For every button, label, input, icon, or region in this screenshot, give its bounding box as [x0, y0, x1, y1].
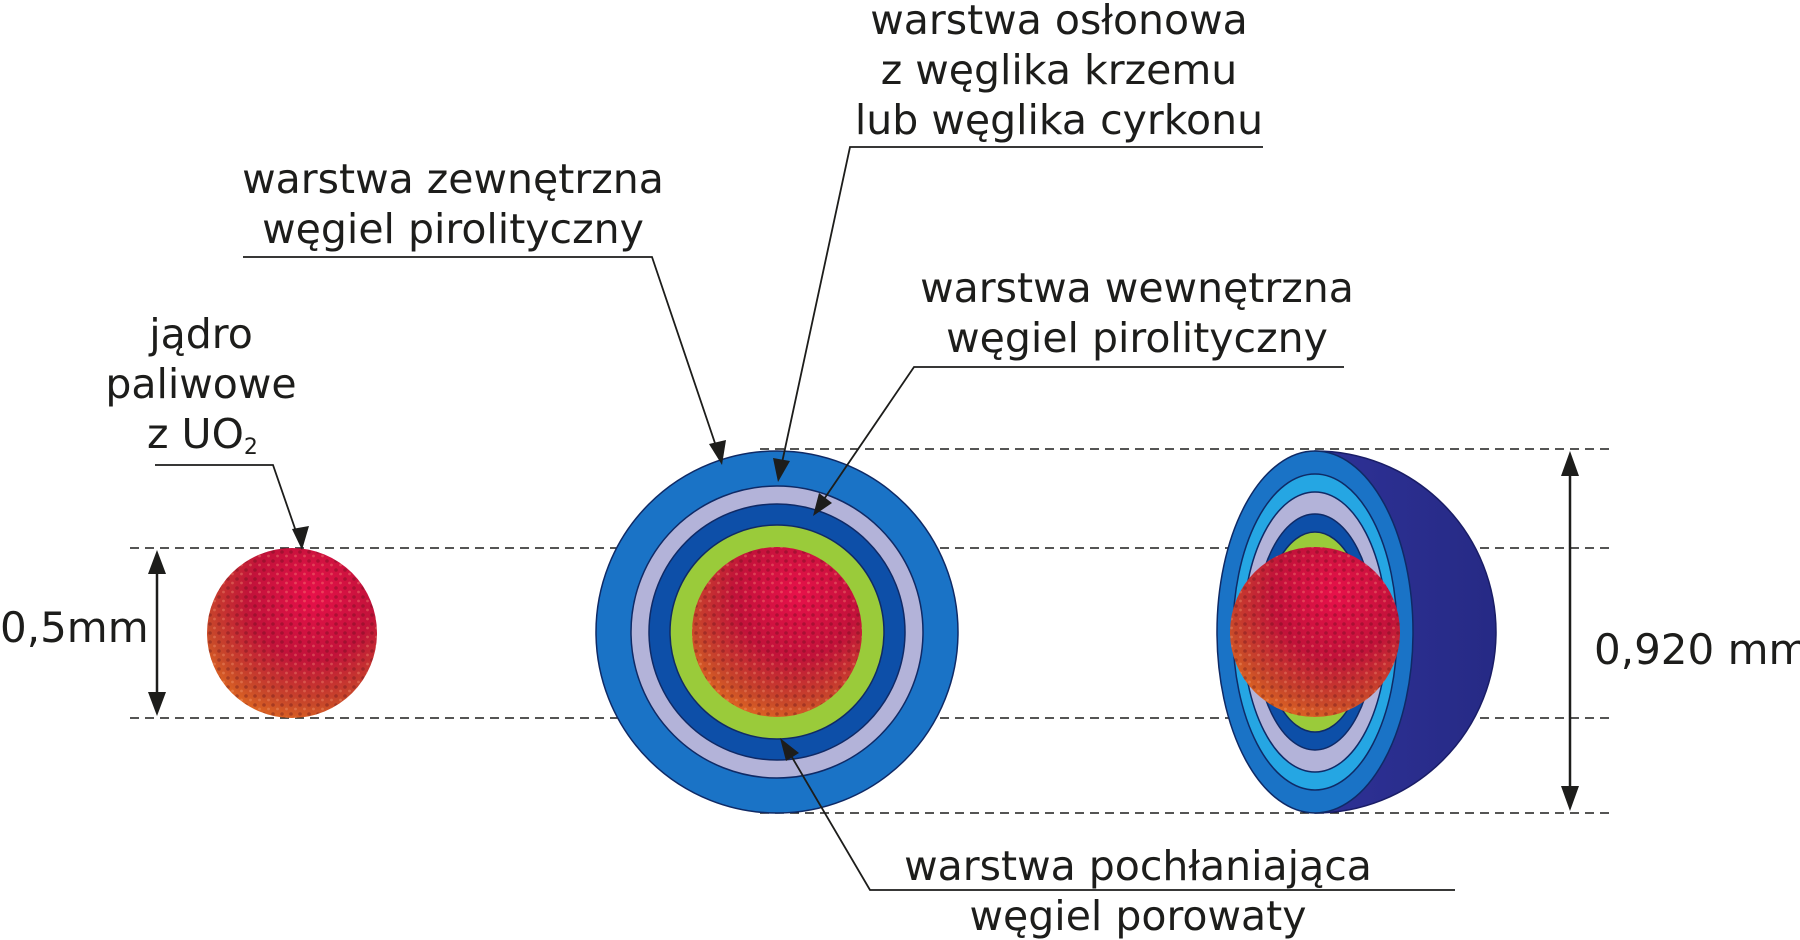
kernel-leader — [155, 464, 301, 544]
outer-pyc-leader — [243, 256, 720, 456]
inner-pyc-label: warstwa wewnętrzna węgiel pirolityczny — [920, 264, 1354, 362]
leader-arrowheads — [292, 440, 832, 761]
svg-text:warstwa zewnętrzna: warstwa zewnętrzna — [242, 155, 664, 203]
buffer-layer-label: warstwa pochłaniająca węgiel porowaty — [904, 842, 1372, 940]
svg-text:jądro: jądro — [148, 310, 253, 358]
svg-text:warstwa wewnętrzna: warstwa wewnętrzna — [920, 264, 1354, 312]
kernel-dimension-arrow — [148, 550, 166, 716]
kernel-arrowhead — [292, 526, 309, 550]
svg-text:węgiel pirolityczny: węgiel pirolityczny — [946, 314, 1328, 362]
inner-pyc-leader — [819, 366, 1344, 506]
silicon-carbide-leader — [779, 146, 1263, 473]
outer-pyc-arrowhead — [709, 440, 726, 465]
particle-cross-section — [595, 450, 959, 814]
svg-text:paliwowe: paliwowe — [105, 360, 296, 408]
kernel-diameter-label: 0,5mm — [0, 603, 149, 652]
svg-text:warstwa osłonowa: warstwa osłonowa — [870, 0, 1248, 44]
buffer-arrowhead — [780, 738, 799, 761]
inner-pyc-arrowhead — [813, 493, 832, 516]
outer-pyc-label: warstwa zewnętrzna węgiel pirolityczny — [242, 155, 664, 253]
svg-text:węgiel porowaty: węgiel porowaty — [970, 892, 1307, 940]
particle-hemisphere-cutaway — [1216, 450, 1497, 814]
kernel-label: jądro paliwowe z UO2 — [105, 310, 296, 460]
particle-diameter-label: 0,920 mm — [1594, 625, 1800, 674]
buffer-leader — [785, 746, 1455, 891]
leader-lines — [155, 146, 1455, 891]
silicon-carbide-arrowhead — [773, 458, 790, 482]
bare-kernel — [207, 548, 377, 718]
particle-dimension-arrow — [1561, 451, 1579, 811]
kernel-label-line3: z UO2 — [147, 410, 258, 460]
svg-text:węgiel pirolityczny: węgiel pirolityczny — [262, 205, 644, 253]
svg-text:lub węglika cyrkonu: lub węglika cyrkonu — [855, 96, 1263, 144]
svg-text:warstwa pochłaniająca: warstwa pochłaniająca — [904, 842, 1372, 890]
shield-layer-label: warstwa osłonowa z węglika krzemu lub wę… — [855, 0, 1263, 144]
svg-text:z węglika krzemu: z węglika krzemu — [881, 46, 1238, 94]
